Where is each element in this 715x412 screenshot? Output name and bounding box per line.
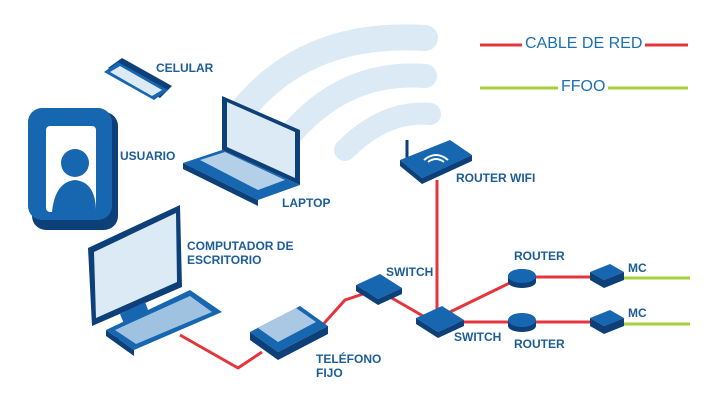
cable-desktop-phone [179,333,263,370]
router-wifi-icon [400,140,472,184]
label-celular: CELULAR [156,61,214,75]
network-cables [179,180,595,370]
laptop-icon [183,96,300,206]
label-usuario: USUARIO [120,149,176,163]
label-desktop-line1: COMPUTADOR DE [187,239,294,253]
label-desktop-line2: ESCRITORIO [187,253,262,267]
celular-icon [104,58,172,100]
telefono-fijo-icon [250,306,328,360]
cable-switch-router-top [449,276,521,314]
label-laptop: LAPTOP [282,196,331,210]
label-router-bottom: ROUTER [514,337,565,351]
router-top-icon [508,269,536,288]
legend-fiber-label: FFOO [558,78,609,96]
label-telefono-line1: TELÉFONO [316,352,382,366]
switch-top-icon [356,274,402,305]
legend-cable-label: CABLE DE RED [522,35,646,53]
router-bottom-icon [508,313,536,332]
label-mc-bottom: MC [628,306,647,320]
label-switch-bottom: SWITCH [454,330,502,344]
label-switch-top: SWITCH [386,265,434,279]
fiber-lines [620,276,690,326]
label-router-wifi: ROUTER WIFI [456,171,536,185]
usuario-icon [28,108,118,230]
label-telefono-line2: FIJO [316,366,343,380]
mc-top-icon [590,264,624,288]
wifi-signal-waves [222,24,441,161]
desktop-computer-icon [88,205,222,356]
switch-bottom-icon [416,306,464,338]
label-router-top: ROUTER [514,249,565,263]
mc-bottom-icon [590,310,624,334]
label-mc-top: MC [628,261,647,275]
